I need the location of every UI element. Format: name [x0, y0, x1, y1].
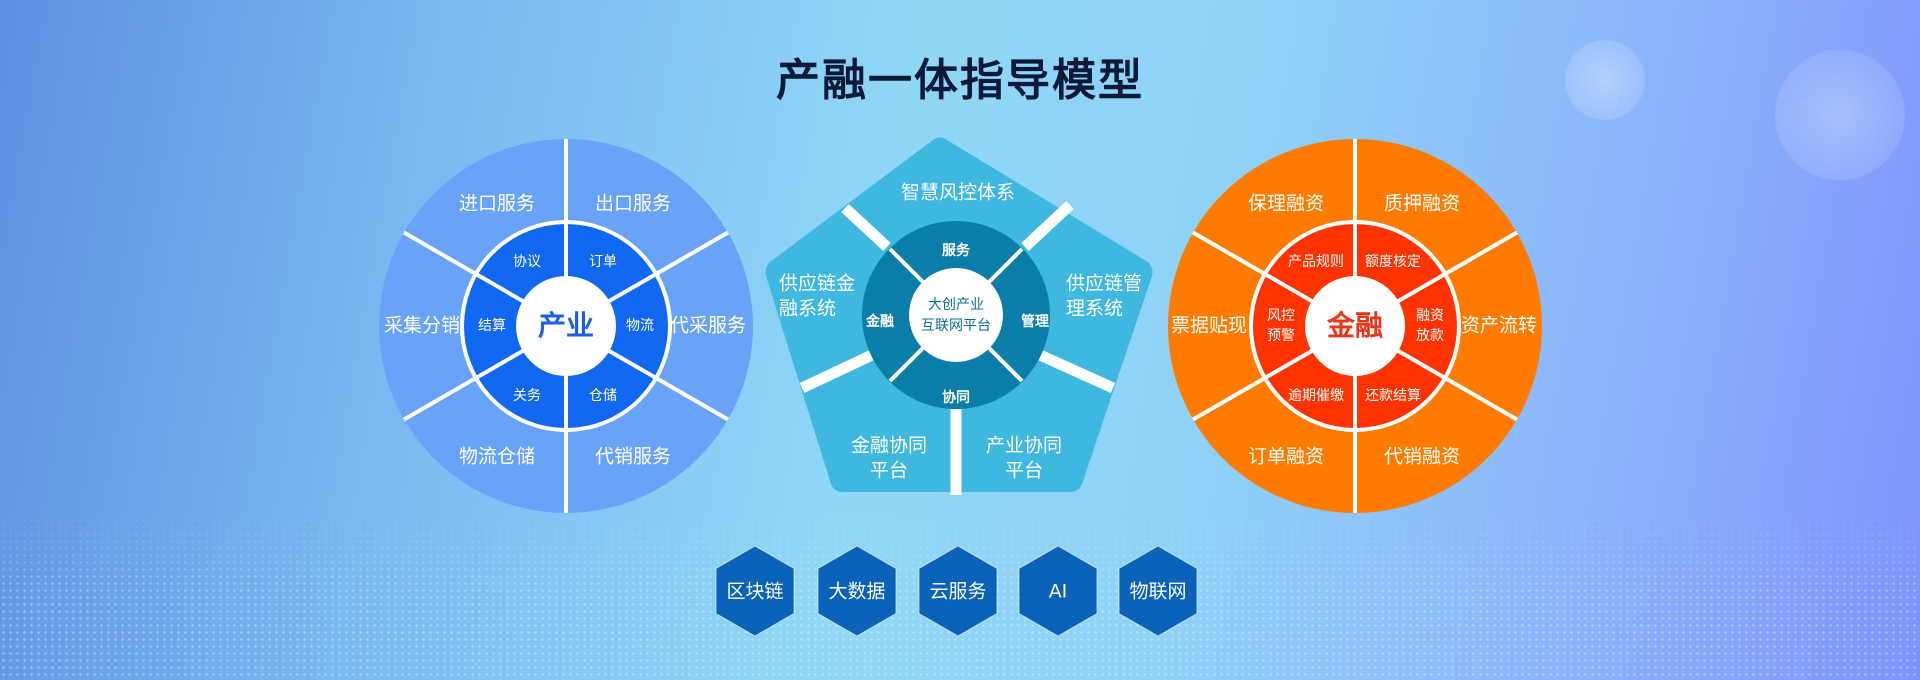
platform-outer-label: 平台 — [870, 460, 908, 482]
finance-center — [1305, 276, 1405, 376]
finance-outer-label: 质押融资 — [1384, 193, 1460, 215]
bg-bubble — [1775, 50, 1905, 180]
tech-hexagons: 区块链 大数据 云服务 AI 物联网 — [715, 545, 1198, 637]
platform-outer-dividers — [799, 200, 1116, 495]
finance-inner-label: 放款 — [1416, 328, 1444, 344]
tech-label: 云服务 — [929, 581, 986, 603]
tech-label: 区块链 — [726, 581, 783, 603]
industry-outer-label: 物流仓储 — [459, 446, 535, 468]
finance-inner-label: 风控 — [1267, 308, 1295, 324]
industry-inner-label: 订单 — [589, 254, 617, 270]
tech-label: 物联网 — [1129, 581, 1186, 603]
industry-center — [516, 276, 616, 376]
industry-wheel: 产业 进口服务 出口服务 代采服务 代销服务 物流仓储 采集分销 协议 订单 物… — [379, 139, 753, 513]
finance-inner-label: 预警 — [1267, 328, 1295, 344]
platform-center-label: 互联网平台 — [921, 318, 991, 334]
industry-inner-label: 协议 — [513, 254, 541, 270]
tech-label: 大数据 — [828, 581, 885, 603]
industry-center-label: 产业 — [538, 309, 594, 342]
industry-inner-label: 仓储 — [589, 388, 617, 404]
industry-outer-label: 采集分销 — [384, 315, 460, 337]
tech-hexagon — [1118, 545, 1198, 637]
platform-outer-label: 供应链金 — [779, 273, 855, 295]
bg-bubble — [1565, 40, 1645, 120]
platform-inner-label: 管理 — [1021, 313, 1049, 330]
finance-outer-label: 保理融资 — [1248, 193, 1324, 215]
platform-inner-label: 协同 — [942, 389, 970, 406]
tech-label: AI — [1049, 581, 1068, 603]
platform-center-label: 大创产业 — [928, 297, 984, 313]
platform-outer-label: 理系统 — [1066, 298, 1123, 320]
industry-outer-label: 进口服务 — [459, 193, 535, 215]
tech-hexagon — [1018, 545, 1098, 637]
finance-outer-label: 票据贴现 — [1171, 315, 1247, 337]
finance-outer-label: 订单融资 — [1248, 446, 1324, 468]
platform-outer-label: 平台 — [1005, 460, 1043, 482]
tech-hexagon — [918, 545, 998, 637]
platform-outer-label: 金融协同 — [851, 435, 927, 457]
finance-outer-label: 代销融资 — [1384, 446, 1460, 468]
platform-center — [909, 268, 1003, 362]
industry-outer-label: 出口服务 — [595, 193, 671, 215]
industry-outer-label: 代销服务 — [595, 446, 671, 468]
finance-outer-label: 资产流转 — [1461, 315, 1537, 337]
industry-inner-label: 物流 — [626, 318, 654, 334]
platform-pentagon: 大创产业 互联网平台 服务 管理 协同 金融 智慧风控体系 供应链金 融系统 供… — [765, 137, 1153, 495]
platform-outer-label: 供应链管 — [1066, 273, 1142, 295]
page-title: 产融一体指导模型 — [776, 55, 1144, 106]
finance-wheel: 金融 保理融资 质押融资 资产流转 代销融资 订单融资 票据贴现 产品规则 额度… — [1168, 139, 1542, 513]
tech-hexagon — [817, 545, 897, 637]
finance-center-label: 金融 — [1326, 309, 1383, 342]
finance-inner-label: 额度核定 — [1365, 254, 1421, 270]
industry-inner-label: 关务 — [513, 388, 541, 404]
finance-inner-label: 产品规则 — [1288, 254, 1344, 270]
finance-inner-label: 逾期催缴 — [1288, 388, 1344, 404]
finance-inner-label: 还款结算 — [1365, 388, 1421, 404]
industry-inner-label: 结算 — [478, 318, 506, 334]
industry-outer-label: 代采服务 — [670, 315, 746, 337]
platform-outer-label: 产业协同 — [986, 435, 1062, 457]
tech-hexagon — [715, 545, 795, 637]
finance-inner-label: 融资 — [1416, 308, 1444, 324]
platform-inner-label: 服务 — [942, 242, 971, 259]
platform-inner-label: 金融 — [865, 313, 894, 330]
platform-outer-label: 融系统 — [779, 298, 836, 320]
platform-outer-label: 智慧风控体系 — [901, 182, 1015, 204]
